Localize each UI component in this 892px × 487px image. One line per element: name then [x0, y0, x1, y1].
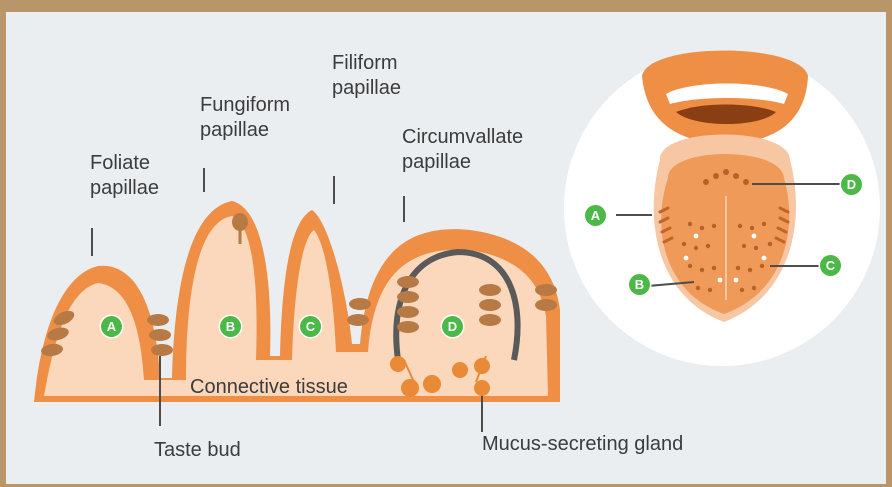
tongue-badge-b: B [629, 274, 650, 295]
tongue-illustration [564, 50, 880, 366]
tongue-badge-d: D [841, 174, 862, 195]
label-connective-tissue: Connective tissue [190, 375, 348, 400]
label-taste-bud: Taste bud [154, 438, 241, 463]
badge-circumvallate: D [442, 316, 463, 337]
label-foliate-papillae: Foliate papillae [90, 151, 159, 201]
label-fungiform-papillae: Fungiform papillae [200, 93, 290, 143]
badge-filiform: C [300, 316, 321, 337]
tongue-badge-a: A [585, 205, 606, 226]
badge-foliate: A [101, 316, 122, 337]
label-filiform-papillae: Filiform papillae [332, 51, 401, 101]
badge-fungiform: B [220, 316, 241, 337]
label-circumvallate-papillae: Circumvallate papillae [402, 125, 523, 175]
tongue-badge-c: C [820, 255, 841, 276]
label-mucus-secreting-gland: Mucus-secreting gland [482, 432, 683, 457]
